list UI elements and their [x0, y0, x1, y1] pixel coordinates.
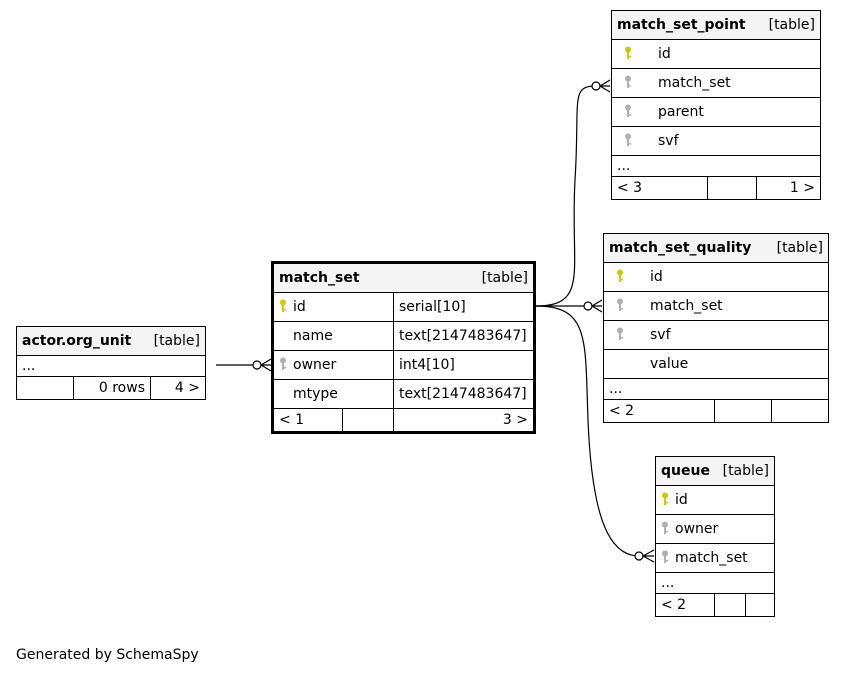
- footer-right[interactable]: 1 >: [756, 176, 821, 200]
- footer-left: [16, 376, 74, 400]
- column-row: owner: [655, 514, 775, 544]
- column-name: id: [658, 46, 671, 62]
- primary-key-icon: [279, 299, 287, 313]
- edge-match_set-to-queue: [535, 305, 640, 557]
- table-type: [table]: [722, 463, 769, 479]
- table-name: queue: [661, 463, 710, 479]
- edge-end-circle: [591, 81, 601, 91]
- column-name: svf: [650, 327, 671, 343]
- edge-end-circle: [634, 551, 644, 561]
- table-name: match_set_point: [617, 17, 746, 33]
- column-type: text[2147483647]: [393, 321, 535, 351]
- footer-left[interactable]: < 2: [603, 399, 715, 423]
- footer-right[interactable]: 3 >: [393, 408, 535, 433]
- footer-mid: [714, 399, 772, 423]
- foreign-key-icon: [624, 133, 632, 147]
- column-row: match_set: [603, 291, 829, 321]
- edge-match_set-to-match_set_point: [535, 85, 597, 307]
- column-name: owner: [293, 357, 337, 373]
- column-type: text[2147483647]: [393, 379, 535, 409]
- footer-right[interactable]: 4 >: [150, 376, 206, 400]
- edge-end-circle: [583, 301, 593, 311]
- column-row: parent: [611, 97, 821, 127]
- column-name: id: [293, 299, 306, 315]
- column-name: parent: [658, 104, 704, 120]
- edge-end-circle: [252, 360, 262, 370]
- foreign-key-icon: [661, 550, 669, 564]
- table-type: [table]: [776, 240, 823, 256]
- column-name: owner: [675, 521, 719, 537]
- footer-left[interactable]: < 2: [655, 593, 715, 617]
- column-row: svf: [611, 126, 821, 156]
- foreign-key-icon: [616, 327, 624, 341]
- footer-left[interactable]: < 1: [272, 408, 343, 433]
- column-row: svf: [603, 320, 829, 350]
- primary-key-icon: [624, 46, 632, 60]
- column-row: id serial[10]: [272, 292, 535, 322]
- foreign-key-icon: [624, 75, 632, 89]
- column-name: mtype: [293, 386, 338, 402]
- column-row: mtype text[2147483647]: [272, 379, 535, 409]
- ellipsis-row: ...: [611, 155, 821, 177]
- foreign-key-icon: [661, 521, 669, 535]
- footer-mid: [707, 176, 757, 200]
- ellipsis-row: ...: [655, 572, 775, 594]
- column-name: match_set: [650, 298, 723, 314]
- footer-mid: [342, 408, 394, 433]
- primary-key-icon: [661, 492, 669, 506]
- foreign-key-icon: [616, 298, 624, 312]
- table-actor_org_unit[interactable]: actor.org_unit [table] ... 0 rows 4 >: [16, 326, 206, 400]
- table-type: [table]: [481, 270, 528, 286]
- primary-key-icon: [616, 269, 624, 283]
- table-queue[interactable]: queue [table] id owner match_set ... < 2: [655, 456, 775, 617]
- ellipsis-row: ...: [16, 355, 206, 377]
- table-name: match_set: [279, 270, 360, 286]
- footer-mid: 0 rows: [73, 376, 151, 400]
- table-match_set_point[interactable]: match_set_point [table] id match_set par…: [611, 10, 821, 200]
- footer-right: [771, 399, 829, 423]
- foreign-key-icon: [624, 104, 632, 118]
- table-type: [table]: [153, 333, 200, 349]
- column-name: svf: [658, 133, 679, 149]
- column-row: id: [603, 262, 829, 292]
- column-row: id: [611, 39, 821, 69]
- generated-by-credit: Generated by SchemaSpy: [16, 647, 199, 663]
- column-name: id: [650, 269, 663, 285]
- table-match_set[interactable]: match_set [table] id serial[10] name tex…: [271, 261, 536, 434]
- column-name: id: [675, 492, 688, 508]
- table-name: actor.org_unit: [22, 333, 132, 349]
- column-type: int4[10]: [393, 350, 535, 380]
- column-name: value: [650, 356, 689, 372]
- column-row: match_set: [611, 68, 821, 98]
- column-type: serial[10]: [393, 292, 535, 322]
- table-name: match_set_quality: [609, 240, 752, 256]
- footer-mid: [714, 593, 746, 617]
- table-match_set_quality[interactable]: match_set_quality [table] id match_set s…: [603, 233, 829, 423]
- column-row: owner int4[10]: [272, 350, 535, 380]
- footer-right: [745, 593, 775, 617]
- column-row: value: [603, 349, 829, 379]
- column-row: name text[2147483647]: [272, 321, 535, 351]
- footer-left[interactable]: < 3: [611, 176, 708, 200]
- column-name: match_set: [675, 550, 748, 566]
- column-row: id: [655, 485, 775, 515]
- column-name: name: [293, 328, 333, 344]
- table-type: [table]: [768, 17, 815, 33]
- foreign-key-icon: [279, 357, 287, 371]
- ellipsis-row: ...: [603, 378, 829, 400]
- column-name: match_set: [658, 75, 731, 91]
- column-row: match_set: [655, 543, 775, 573]
